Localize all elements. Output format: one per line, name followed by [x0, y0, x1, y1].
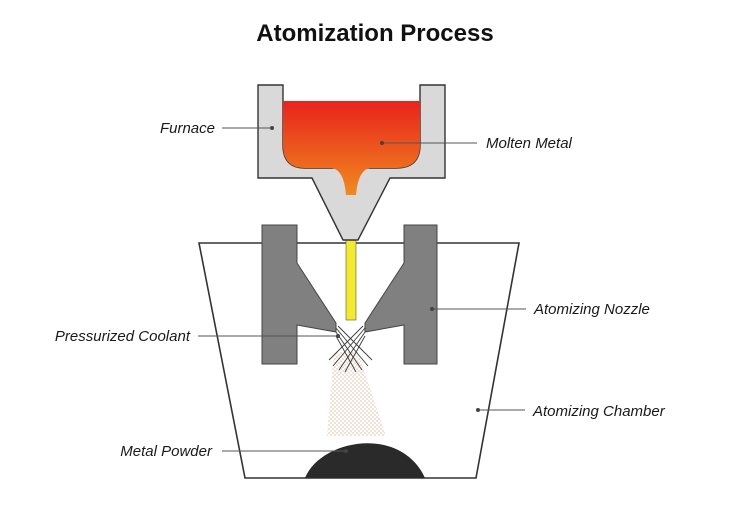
coolant-jets — [328, 325, 373, 373]
molten-metal — [283, 101, 420, 195]
diagram-title: Atomization Process — [256, 20, 494, 47]
label-metal-powder: Metal Powder — [120, 443, 213, 460]
leader-dots — [270, 126, 480, 453]
powder-spray — [327, 352, 386, 436]
metal-powder-pile — [305, 443, 425, 478]
label-furnace: Furnace — [160, 120, 215, 137]
label-atomizing-chamber: Atomizing Chamber — [532, 403, 666, 420]
label-molten-metal: Molten Metal — [486, 135, 573, 152]
leader-lines — [198, 127, 526, 452]
label-pressurized-coolant: Pressurized Coolant — [55, 328, 191, 345]
label-atomizing-nozzle: Atomizing Nozzle — [533, 301, 650, 318]
